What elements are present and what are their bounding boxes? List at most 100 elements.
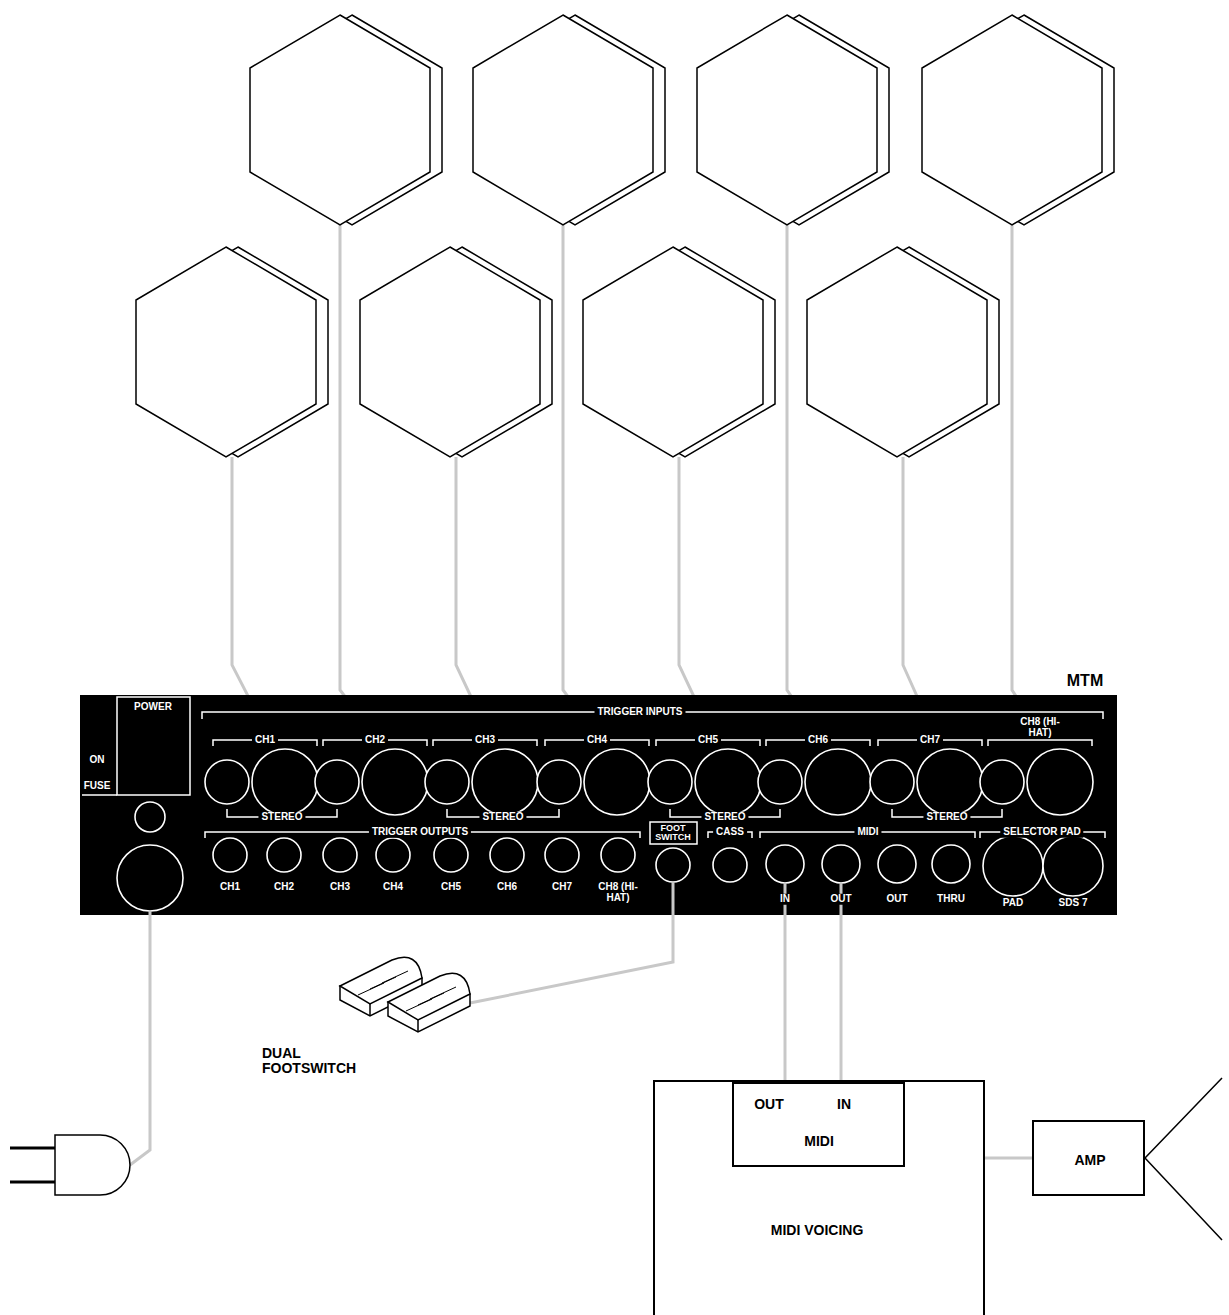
box-label: IN — [837, 1096, 851, 1112]
jack — [205, 760, 249, 804]
panel-label: PAD — [1000, 898, 1026, 909]
box-label: MIDI — [804, 1133, 834, 1149]
jack — [648, 760, 692, 804]
fuse-underline — [82, 794, 117, 796]
jack — [870, 760, 914, 804]
speaker — [1145, 1078, 1222, 1240]
footswitch-cable — [470, 882, 673, 1003]
panel-label: STEREO — [479, 812, 526, 823]
jack — [117, 845, 183, 911]
box-label: AMP — [1074, 1152, 1105, 1168]
drum-pad — [473, 15, 653, 225]
plug-prong — [10, 1181, 55, 1184]
panel-label: CH1 — [217, 882, 243, 893]
jack — [822, 845, 860, 883]
plug-prong — [10, 1147, 55, 1150]
jack — [766, 845, 804, 883]
panel-label: CH1 — [252, 735, 278, 746]
jack — [434, 838, 468, 872]
drum-pad — [250, 15, 430, 225]
jack — [713, 848, 747, 882]
pad-cable — [1012, 225, 1052, 752]
pedal-top — [388, 973, 470, 1020]
jack — [584, 749, 650, 815]
rear-panel — [80, 695, 1117, 915]
panel-label: FUSE — [81, 781, 114, 792]
panel-label: THRU — [934, 894, 968, 905]
jack — [805, 749, 871, 815]
jack — [490, 838, 524, 872]
jack — [601, 838, 635, 872]
jack — [323, 838, 357, 872]
jack — [983, 836, 1043, 896]
jack — [252, 749, 318, 815]
drum-pad — [360, 247, 540, 457]
panel-label: CH3 — [472, 735, 498, 746]
jack — [878, 845, 916, 883]
device-box: MIDI VOICING OUT IN MIDI — [653, 1080, 985, 1315]
jack — [1027, 749, 1093, 815]
panel-label: STEREO — [701, 812, 748, 823]
panel-label: CH6 — [494, 882, 520, 893]
panel-label: SDS 7 — [1056, 898, 1091, 909]
pedal-edge — [369, 1004, 371, 1016]
device-box: AMP — [1032, 1120, 1145, 1196]
power-switch — [117, 697, 190, 795]
panel-label: OUT — [827, 894, 854, 905]
panel-label: STEREO — [923, 812, 970, 823]
footswitch-label-box — [650, 822, 697, 844]
panel-label: STEREO — [258, 812, 305, 823]
pedal-grip — [382, 971, 408, 983]
panel-label: CH4 — [584, 735, 610, 746]
cable-connector — [784, 915, 787, 1082]
power-plug — [55, 1135, 130, 1195]
jack — [315, 760, 359, 804]
panel-label: CH8 (HI-HAT) — [587, 882, 649, 903]
box-label: MTM — [1067, 672, 1103, 690]
panel-label: CH2 — [271, 882, 297, 893]
drum-pad — [807, 247, 987, 457]
jack — [472, 749, 538, 815]
drum-pad — [136, 247, 316, 457]
panel-label: CH2 — [362, 735, 388, 746]
panel-label: CH4 — [380, 882, 406, 893]
panel-label: TRIGGER INPUTS — [594, 707, 685, 718]
cable-connector — [840, 915, 843, 1082]
power-cord — [130, 911, 150, 1165]
pedal — [388, 973, 470, 1032]
panel-label: CH6 — [805, 735, 831, 746]
panel-label: ON — [87, 755, 108, 766]
jack — [135, 802, 165, 832]
jack — [656, 848, 690, 882]
jack — [1043, 836, 1103, 896]
box-label: MIDI VOICING — [771, 1222, 864, 1238]
jack — [980, 760, 1024, 804]
bracket — [988, 740, 1092, 746]
pedal-grip — [430, 987, 456, 999]
panel-label: POWER — [131, 702, 175, 713]
panel-label: CH5 — [695, 735, 721, 746]
panel-label: CH3 — [327, 882, 353, 893]
panel-label: IN — [777, 894, 793, 905]
box-label: OUT — [754, 1096, 784, 1112]
panel-label: OUT — [883, 894, 910, 905]
jack — [537, 760, 581, 804]
jack — [267, 838, 301, 872]
jack — [758, 760, 802, 804]
drum-pad — [697, 15, 877, 225]
panel-label: TRIGGER OUTPUTS — [369, 827, 471, 838]
drum-pad — [922, 15, 1102, 225]
panel-label: CH8 (HI-HAT) — [1008, 717, 1072, 738]
jack — [545, 838, 579, 872]
panel-label: CASS — [713, 827, 747, 838]
panel-label: MIDI — [854, 827, 881, 838]
jack — [362, 749, 428, 815]
panel-label: CH5 — [438, 882, 464, 893]
jack — [917, 749, 983, 815]
panel-label: CH7 — [549, 882, 575, 893]
drum-pad — [583, 247, 763, 457]
panel-label: CH7 — [917, 735, 943, 746]
